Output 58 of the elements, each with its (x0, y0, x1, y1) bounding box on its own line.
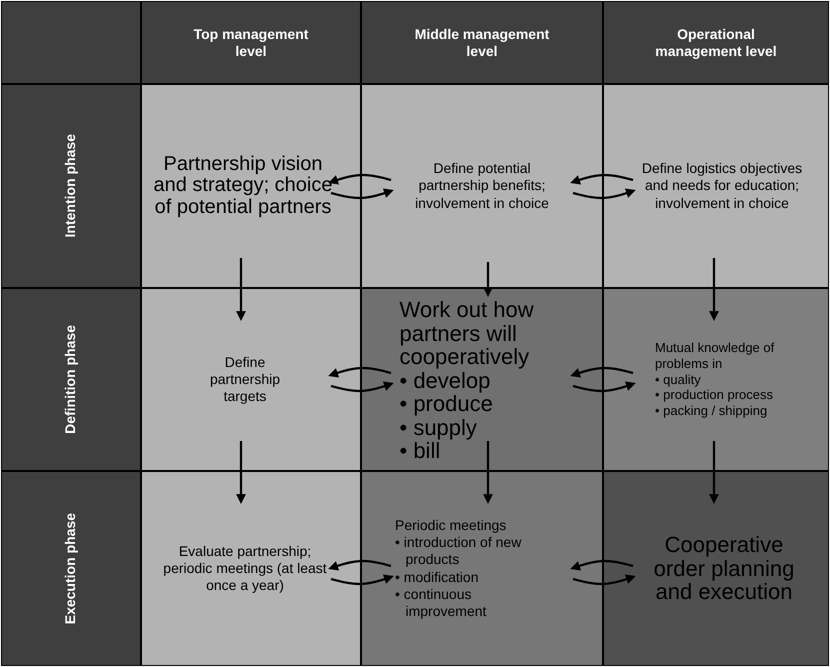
arrow (330, 574, 394, 586)
bullet-item: • continuous improvement (395, 586, 488, 620)
arrow (483, 262, 493, 297)
cell-text: Cooperative order planning and execution (652, 533, 796, 604)
table-cell (603, 84, 829, 288)
cell-text: Partnership vision and strategy; choice of potential partners (152, 154, 334, 218)
row-header-cell (1, 288, 141, 471)
arrow (236, 441, 246, 504)
bullet-item: • produce (400, 392, 494, 416)
bullet-item: • packing / shipping (655, 403, 768, 420)
table-cell (603, 288, 829, 471)
table-cell (141, 288, 361, 471)
cell-text: Evaluate partnership; periodic meetings (at least once a year) (162, 542, 328, 594)
cell-text: Define partnership targets (208, 354, 282, 406)
arrow (570, 174, 634, 184)
table-cell (603, 471, 829, 666)
row-heading: Definition phase (62, 325, 80, 434)
bullet-item: • modification (395, 568, 480, 586)
column-header-cell (603, 1, 829, 84)
arrow (328, 174, 392, 184)
row-header-cell (1, 471, 141, 666)
arrow (330, 382, 394, 392)
bullet-item: • supply (400, 416, 477, 440)
cell-text: Define logistics objectives and needs for education; involvement in choice (640, 160, 804, 212)
arrow (572, 574, 636, 586)
column-header-cell (361, 1, 603, 84)
cell-text: Define potential partnership benefits; involvement in choice (414, 160, 550, 212)
arrow (328, 560, 392, 570)
arrow (483, 441, 493, 504)
arrow (236, 258, 246, 321)
table-cell (141, 471, 361, 666)
cell-text: Mutual knowledge of problems in (655, 340, 776, 372)
arrow (572, 382, 636, 392)
table-cell (361, 84, 603, 288)
table-cell (361, 288, 603, 471)
arrow (709, 441, 719, 504)
bullet-item: • introduction of new products (395, 534, 522, 568)
column-heading: Operational management level (654, 26, 778, 59)
column-header-cell (141, 1, 361, 84)
table-cell (361, 471, 603, 666)
arrow (328, 366, 392, 378)
bullet-item: • bill (400, 439, 440, 463)
arrow (570, 366, 634, 378)
column-heading: Middle management level (414, 26, 550, 59)
arrow (709, 258, 719, 321)
bullet-item: • production process (655, 387, 774, 404)
bullet-item: • quality (655, 372, 702, 388)
table-cell (141, 84, 361, 288)
cell-text: Periodic meetings (395, 517, 508, 534)
row-header-cell (1, 84, 141, 288)
arrow (330, 188, 394, 200)
column-heading: Top management level (192, 26, 310, 59)
arrow (570, 560, 634, 570)
arrow (572, 188, 636, 200)
cell-text: Work out how partners will cooperatively (400, 298, 535, 369)
bullet-item: • develop (400, 368, 490, 392)
row-heading: Execution phase (62, 512, 80, 624)
row-heading: Intention phase (62, 134, 80, 238)
